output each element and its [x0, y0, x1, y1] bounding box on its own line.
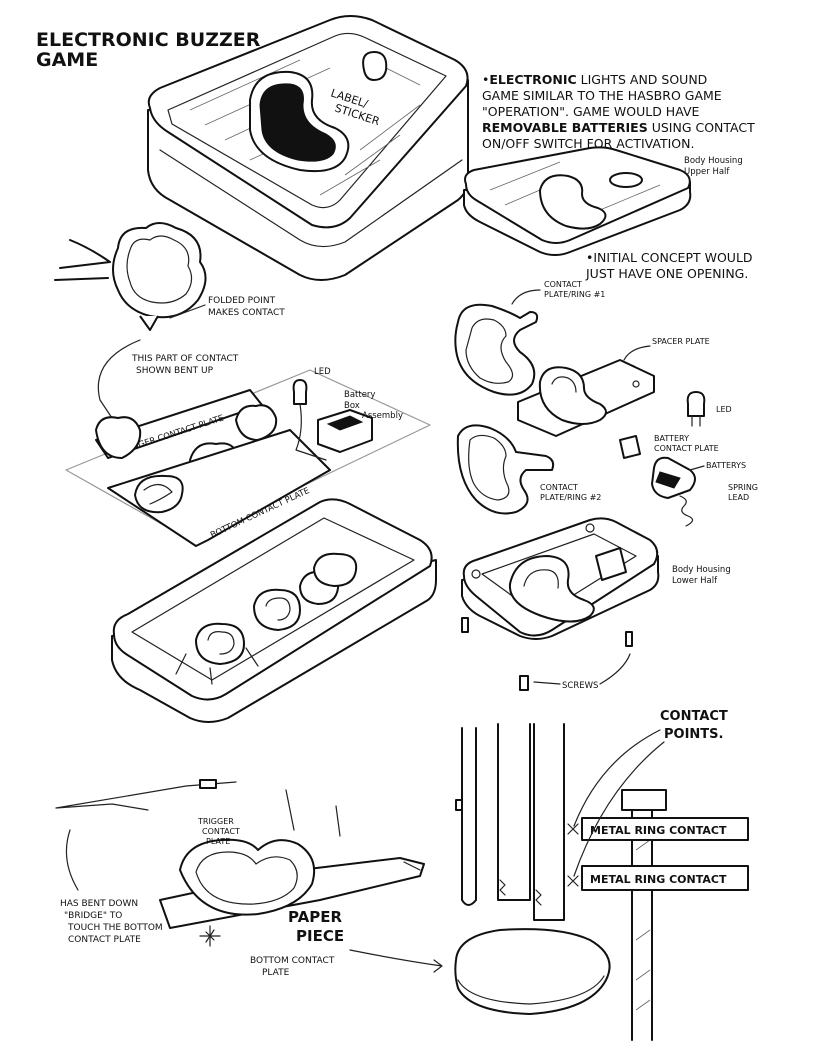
spacer-plate-label: SPACER PLATE — [652, 337, 710, 346]
body-upper-label-2: Upper Half — [684, 167, 730, 177]
led-left-label: LED — [314, 367, 331, 377]
spring-lead: SPRING LEAD — [679, 483, 758, 527]
tray-ring-1 — [195, 622, 245, 665]
contact-plate-assembly: THIS PART OF CONTACT SHOWN BENT UP TRIGG… — [65, 339, 431, 547]
led-right-label: LED — [716, 405, 732, 414]
description-line-4: REMOVABLE BATTERIES USING CONTACT — [482, 120, 755, 135]
trigger-contact-label-2: CONTACT — [202, 827, 240, 836]
bridge-label-3: TOUCH THE BOTTOM — [67, 923, 163, 933]
ring1-label-2: PLATE/RING #1 — [544, 290, 605, 299]
concept-note-line-1: •INITIAL CONCEPT WOULD — [586, 250, 753, 265]
battery-contact-plate: BATTERY CONTACT PLATE — [619, 434, 719, 459]
contact-points-label-2: POINTS. — [664, 727, 723, 742]
bent-up-label-1: THIS PART OF CONTACT — [131, 354, 239, 364]
spacer-plate: SPACER PLATE — [517, 337, 710, 437]
trigger-contact-label-3: PLATE — [206, 837, 230, 846]
trigger-contact-detail: TRIGGER CONTACT PLATE HAS BENT DOWN "BRI… — [55, 779, 443, 978]
bridge-label-4: CONTACT PLATE — [68, 935, 141, 945]
paper-piece-label-1: PAPER — [288, 908, 342, 926]
body-upper-label-1: Body Housing — [684, 156, 743, 166]
ring2-label-1: CONTACT — [540, 483, 578, 492]
assembled-game-box: LABEL/ STICKER — [147, 15, 470, 281]
bottom-contact-label-1: BOTTOM CONTACT — [250, 956, 335, 966]
trigger-contact-label-1: TRIGGER — [197, 817, 234, 826]
lower-tray-with-rings — [111, 498, 437, 723]
body-lower-label-1: Body Housing — [672, 565, 731, 575]
title-line-2: GAME — [36, 49, 98, 71]
batteries-label: BATTERYS — [706, 461, 746, 470]
tray-ring-4 — [313, 552, 358, 587]
concept-note-line-2: JUST HAVE ONE OPENING. — [585, 266, 748, 281]
description-line-1: •ELECTRONIC LIGHTS AND SOUND — [482, 72, 707, 87]
contact-ring-2: CONTACT PLATE/RING #2 — [456, 424, 601, 515]
battery-box-label-2: Box — [344, 401, 360, 411]
ring1-label-1: CONTACT — [544, 280, 582, 289]
title-line-1: ELECTRONIC BUZZER — [36, 29, 261, 51]
bent-up-label-2: SHOWN BENT UP — [136, 366, 214, 376]
description-block: •ELECTRONIC LIGHTS AND SOUND GAME SIMILA… — [482, 72, 755, 151]
battery-box-label-3: Assembly — [362, 411, 403, 421]
description-line-3: "OPERATION". GAME WOULD HAVE — [482, 104, 699, 119]
body-housing-lower-half: Body Housing Lower Half — [461, 517, 731, 640]
screws-label: SCREWS — [562, 681, 598, 691]
concept-note: •INITIAL CONCEPT WOULD JUST HAVE ONE OPE… — [585, 250, 753, 281]
bridge-label-1: HAS BENT DOWN — [60, 899, 138, 909]
spring-lead-label-1: SPRING — [728, 483, 758, 492]
metal-ring-label-2: METAL RING CONTACT — [590, 873, 727, 886]
contact-points-label-1: CONTACT — [660, 709, 728, 724]
battery-contact-label-1: BATTERY — [654, 434, 689, 443]
body-housing-upper-half: Body Housing Upper Half — [463, 146, 743, 256]
screws: SCREWS — [461, 617, 633, 691]
bottom-contact-label-2: PLATE — [262, 968, 290, 978]
ring2-label-2: PLATE/RING #2 — [540, 493, 601, 502]
tray-ring-2 — [253, 588, 301, 631]
folded-point-label-2: MAKES CONTACT — [208, 308, 285, 318]
battery-contact-label-2: CONTACT PLATE — [654, 444, 719, 453]
bridge-label-2: "BRIDGE" TO — [64, 911, 122, 921]
batteries: BATTERYS — [651, 456, 746, 499]
folded-point-trigger-piece: FOLDED POINT MAKES CONTACT — [54, 222, 285, 331]
contact-points-detail: METAL RING CONTACT METAL RING CONTACT CO… — [454, 709, 749, 1041]
description-line-5: ON/OFF SWITCH FOR ACTIVATION. — [482, 136, 694, 151]
metal-ring-label-1: METAL RING CONTACT — [590, 824, 727, 837]
description-line-2: GAME SIMILAR TO THE HASBRO GAME — [482, 88, 722, 103]
led-right: LED — [686, 391, 732, 427]
battery-box-label-1: Battery — [344, 390, 375, 400]
body-lower-label-2: Lower Half — [672, 576, 718, 586]
paper-piece-label-2: PIECE — [296, 927, 344, 945]
contact-ring-1: CONTACT PLATE/RING #1 — [454, 280, 605, 396]
folded-point-label-1: FOLDED POINT — [208, 296, 276, 306]
spring-lead-label-2: LEAD — [728, 493, 749, 502]
